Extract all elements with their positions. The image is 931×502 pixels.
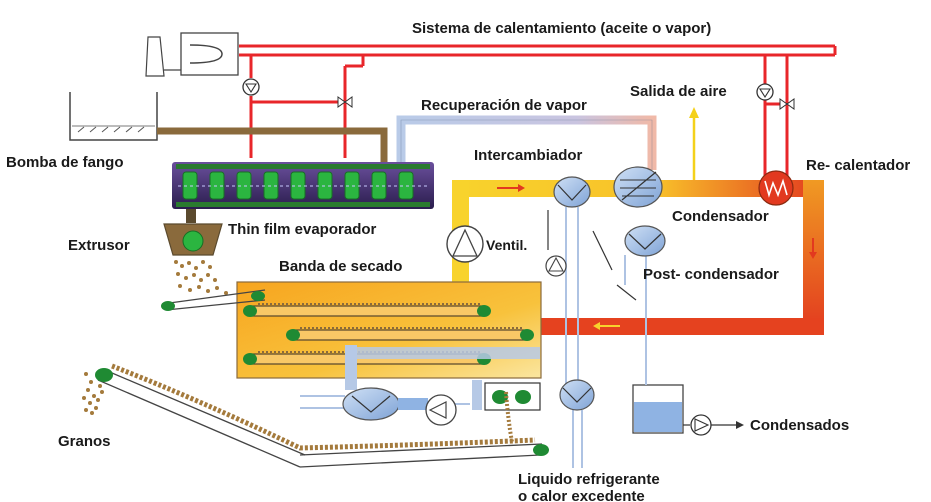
post-condenser-label: Post- condensador (643, 266, 779, 283)
fan-label: Ventil. (486, 237, 527, 253)
heating-system-lines (239, 44, 837, 176)
thin-film-evaporator (172, 162, 434, 223)
post-condenser-unit (624, 225, 666, 257)
extruder-label: Extrusor (68, 237, 130, 254)
diagram-labels: Sistema de calentamiento (aceite o vapor… (6, 20, 910, 502)
reheater-unit (758, 170, 794, 206)
granules-label: Granos (58, 433, 111, 450)
pump-icon (545, 255, 567, 277)
heat-exchanger-icon (553, 176, 591, 208)
tank-icon (632, 340, 690, 434)
sludge-pipe (157, 127, 388, 162)
condenser-label: Condensador (672, 208, 769, 225)
extruder (163, 223, 228, 295)
coolant-arrows (572, 455, 583, 468)
pump-icon (690, 414, 712, 436)
valve-icon (779, 98, 795, 110)
vapor-recovery-label: Recuperación de vapor (421, 97, 587, 114)
blower-duct (398, 398, 428, 410)
discharge-box (484, 382, 541, 411)
fan-icon (446, 225, 484, 263)
valve-icon (337, 96, 353, 108)
thin-film-label: Thin film evaporador (228, 221, 377, 238)
control-lines (547, 210, 637, 301)
heat-exchanger-icon (559, 379, 595, 411)
coolant-label-line2: o calor excedente (518, 488, 645, 502)
coolant-label-line1: Liquido refrigerante (518, 471, 660, 488)
pump-icon (242, 78, 260, 96)
air-exhaust-arrow (689, 107, 699, 180)
condensates-arrow (711, 421, 744, 429)
sludge-tank (69, 92, 158, 141)
condenser-unit (613, 166, 663, 208)
sludge-pump-label: Bomba de fango (6, 154, 124, 171)
granules-conveyor (82, 363, 549, 468)
drying-belt-unit (161, 281, 542, 410)
air-outlet-label: Salida de aire (630, 83, 727, 100)
heat-exchanger-label: Intercambiador (474, 147, 583, 164)
fan-icon (425, 394, 457, 426)
drying-belt-label: Banda de secado (279, 258, 402, 275)
heating-system-label: Sistema de calentamiento (aceite o vapor… (412, 20, 711, 37)
heat-exchanger-icon (342, 387, 400, 421)
cooling-lines (300, 207, 647, 455)
condensates-label: Condensados (750, 417, 849, 434)
pump-icon (756, 83, 774, 101)
reheater-label: Re- calentador (806, 157, 910, 174)
boiler-icon (145, 32, 239, 77)
